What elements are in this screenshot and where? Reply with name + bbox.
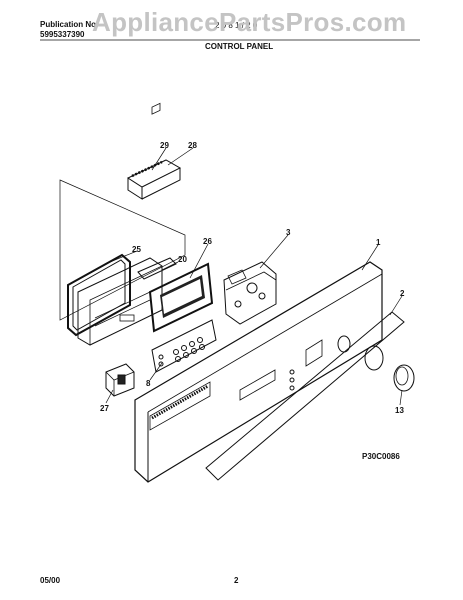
callout-2: 2 [400, 289, 405, 298]
part-2-overlay [205, 311, 405, 481]
publication-label: Publication No. [40, 20, 99, 29]
leader-lines [105, 147, 403, 406]
callout-3: 3 [286, 228, 291, 237]
panel-outline [59, 179, 186, 321]
callout-1: 1 [376, 238, 381, 247]
callout-28: 28 [188, 141, 197, 150]
callout-26: 26 [203, 237, 212, 246]
part-13-knob [393, 364, 415, 392]
callout-20: 20 [178, 255, 187, 264]
callout-8: 8 [146, 379, 151, 388]
diagram-code: P30C0086 [362, 452, 400, 461]
part-28-housing [126, 102, 182, 200]
callout-13: 13 [395, 406, 404, 415]
model-number: 2 0 8 1 / 2 0 [215, 21, 258, 30]
section-title: CONTROL PANEL [205, 42, 274, 51]
overlay-knob-opening [364, 345, 384, 371]
part-1-control-panel [134, 261, 383, 483]
watermark: AppliancePartsPros.com [92, 7, 407, 37]
callout-29: 29 [160, 141, 169, 150]
control-housing [77, 257, 163, 346]
publication-number: 5995337390 [40, 30, 85, 39]
part-20-bracket [137, 257, 177, 280]
callout-25: 25 [132, 245, 141, 254]
callout-27: 27 [100, 404, 109, 413]
part-25-gasket [67, 253, 131, 337]
footer-date: 05/00 [40, 576, 61, 585]
part-8-keypad [151, 319, 217, 373]
part-27-switch [105, 363, 135, 397]
page-number: 2 [234, 576, 239, 585]
part-3-timer [223, 261, 277, 325]
part-26-board [148, 262, 214, 333]
